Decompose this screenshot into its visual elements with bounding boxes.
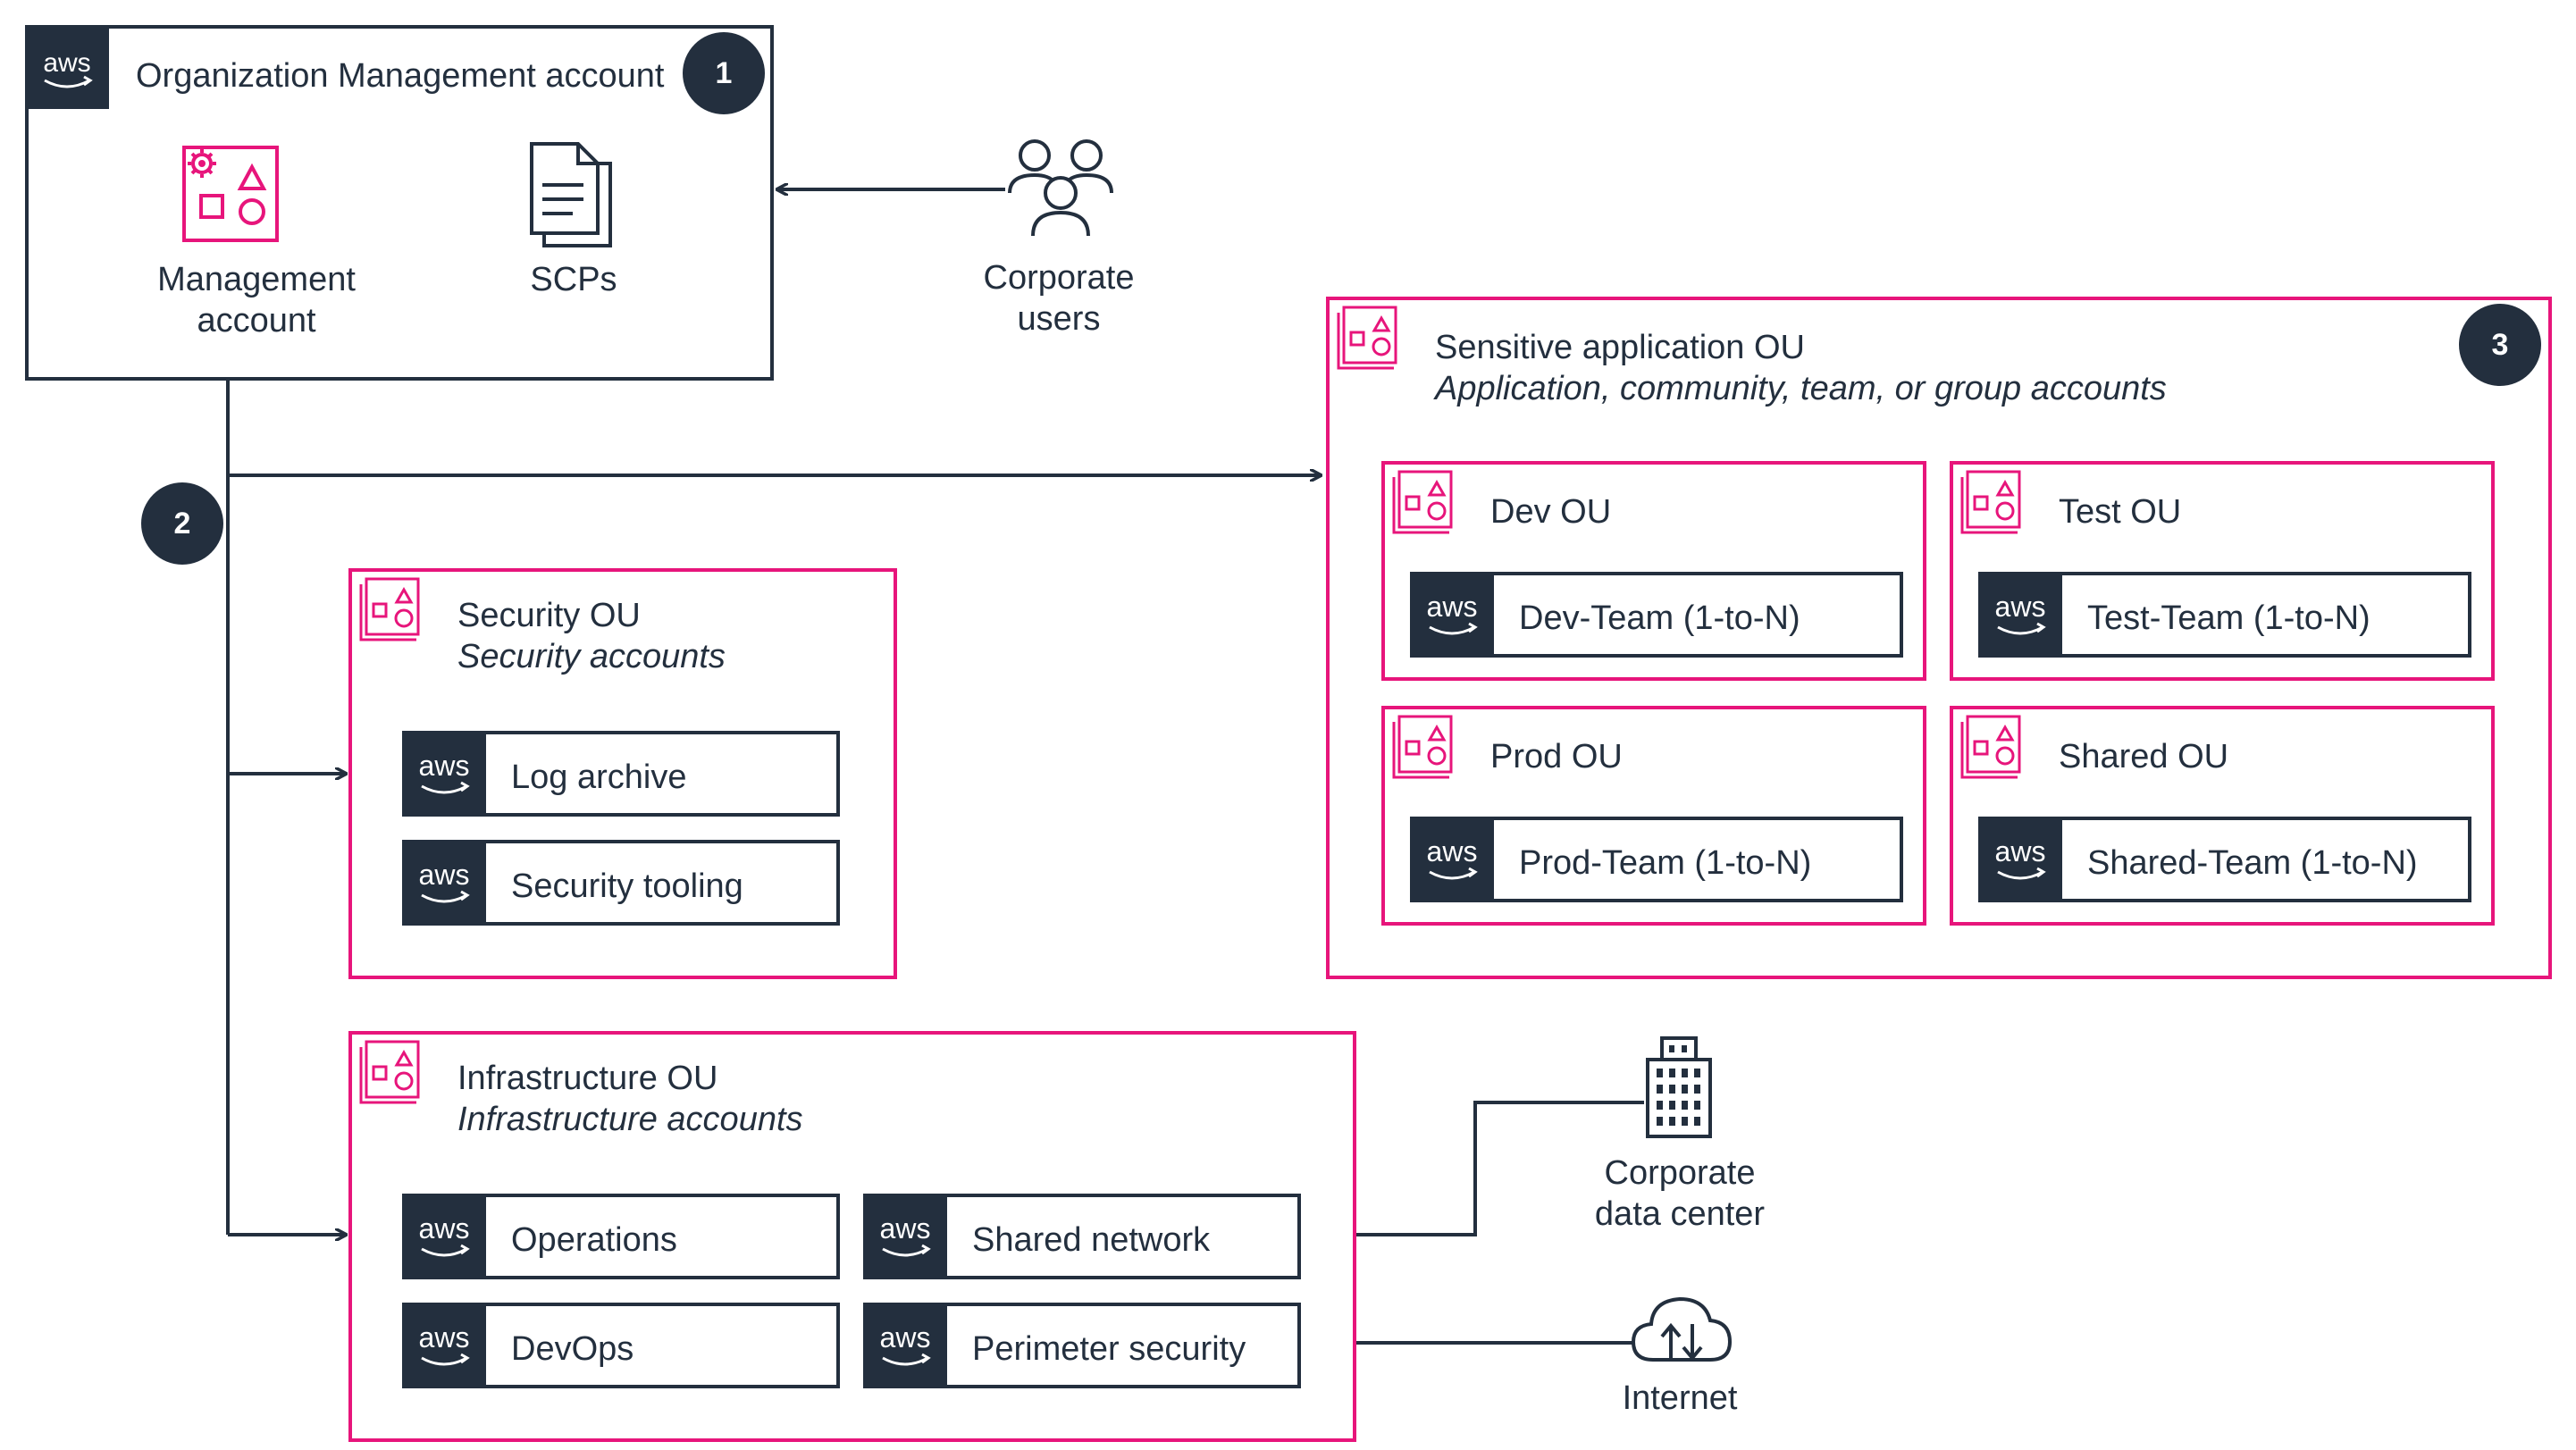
svg-text:aws: aws	[1427, 835, 1478, 867]
infrastructure-ou-group: Infrastructure OU Infrastructure account…	[348, 1031, 1356, 1442]
svg-text:aws: aws	[1995, 835, 2046, 867]
aws-logo-icon: aws	[402, 840, 486, 926]
account-operations: aws Operations	[402, 1194, 840, 1279]
organizational-unit-icon	[1960, 715, 2021, 779]
svg-text:aws: aws	[419, 1321, 470, 1354]
account-label: Shared-Team (1-to-N)	[2087, 844, 2418, 882]
svg-text:aws: aws	[880, 1212, 931, 1245]
management-account-title: Organization Management account	[136, 57, 665, 95]
account-label: Dev-Team (1-to-N)	[1519, 599, 1800, 637]
organizational-unit-icon	[359, 1040, 420, 1104]
scps-label: SCPs	[530, 261, 617, 298]
sensitive-ou-title: Sensitive application OU	[1435, 329, 1805, 366]
line-shared-network-to-datacenter	[1304, 1101, 1644, 1236]
account-label: Prod-Team (1-to-N)	[1519, 844, 1812, 882]
account-label: DevOps	[511, 1330, 634, 1368]
organizational-unit-icon	[1392, 715, 1453, 779]
account-log-archive: aws Log archive	[402, 731, 840, 817]
dev-ou-group: Dev OU aws Dev-Team (1-to-N)	[1381, 461, 1926, 681]
datacenter-label: Corporate data center	[1594, 1154, 1766, 1233]
svg-text:aws: aws	[1995, 591, 2046, 623]
security-ou-group: Security OU Security accounts aws Log ar…	[348, 568, 897, 979]
aws-logo-icon: aws	[402, 1194, 486, 1279]
aws-logo-icon: aws	[1978, 572, 2062, 658]
infrastructure-ou-title: Infrastructure OU	[457, 1060, 718, 1097]
account-label: Security tooling	[511, 867, 743, 905]
security-ou-title: Security OU	[457, 597, 641, 634]
account-dev-team: aws Dev-Team (1-to-N)	[1410, 572, 1903, 658]
sub-ou-title: Prod OU	[1490, 738, 1623, 775]
sub-ou-title: Shared OU	[2059, 738, 2229, 775]
aws-logo-icon: aws	[863, 1303, 947, 1388]
account-label: Test-Team (1-to-N)	[2087, 599, 2370, 637]
organizational-unit-icon	[1960, 470, 2021, 534]
aws-logo-icon: aws	[863, 1194, 947, 1279]
step-3-badge: 3	[2459, 304, 2541, 386]
sub-ou-title: Test OU	[2059, 493, 2182, 531]
users-icon	[1008, 139, 1113, 237]
account-security-tooling: aws Security tooling	[402, 840, 840, 926]
infrastructure-ou-subtitle: Infrastructure accounts	[457, 1101, 803, 1138]
aws-logo-icon: aws	[402, 1303, 486, 1388]
internet-label: Internet	[1622, 1379, 1738, 1417]
aws-logo-icon: aws	[1410, 817, 1494, 902]
prod-ou-group: Prod OU aws Prod-Team (1-to-N)	[1381, 706, 1926, 926]
organizational-unit-icon	[1337, 306, 1397, 370]
security-ou-subtitle: Security accounts	[457, 638, 726, 675]
step-1-badge: 1	[683, 32, 765, 114]
sensitive-application-ou-group: Sensitive application OU Application, co…	[1326, 297, 2552, 979]
management-account-group: aws Organization Management account Mana…	[25, 25, 774, 381]
account-label: Perimeter security	[972, 1330, 1246, 1368]
aws-logo-icon: aws	[1410, 572, 1494, 658]
management-account-label: Management account	[157, 261, 356, 339]
account-perimeter-security: aws Perimeter security	[863, 1303, 1301, 1388]
aws-logo-icon: aws	[402, 731, 486, 817]
svg-text:aws: aws	[419, 859, 470, 891]
corporate-users-label: Corporate users	[983, 259, 1135, 338]
sensitive-ou-subtitle: Application, community, team, or group a…	[1435, 370, 2167, 407]
account-test-team: aws Test-Team (1-to-N)	[1978, 572, 2471, 658]
svg-text:aws: aws	[419, 1212, 470, 1245]
account-shared-network: aws Shared network	[863, 1194, 1301, 1279]
svg-text:aws: aws	[1427, 591, 1478, 623]
step-2-badge: 2	[141, 482, 223, 565]
cloud-icon	[1631, 1296, 1733, 1362]
svg-text:aws: aws	[880, 1321, 931, 1354]
account-devops: aws DevOps	[402, 1303, 840, 1388]
sub-ou-title: Dev OU	[1490, 493, 1612, 531]
svg-text:aws: aws	[419, 750, 470, 782]
svg-text:aws: aws	[43, 48, 90, 78]
account-prod-team: aws Prod-Team (1-to-N)	[1410, 817, 1903, 902]
test-ou-group: Test OU aws Test-Team (1-to-N)	[1950, 461, 2495, 681]
account-label: Shared network	[972, 1221, 1211, 1259]
aws-logo-icon: aws	[1978, 817, 2062, 902]
account-label: Log archive	[511, 759, 687, 796]
shared-ou-group: Shared OU aws Shared-Team (1-to-N)	[1950, 706, 2495, 926]
management-account-icon	[182, 146, 279, 242]
organizational-unit-icon	[359, 577, 420, 641]
aws-logo-icon: aws	[25, 25, 109, 109]
account-shared-team: aws Shared-Team (1-to-N)	[1978, 817, 2471, 902]
building-icon	[1646, 1036, 1712, 1138]
organizational-unit-icon	[1392, 470, 1453, 534]
document-icon	[530, 142, 612, 247]
account-label: Operations	[511, 1221, 677, 1259]
